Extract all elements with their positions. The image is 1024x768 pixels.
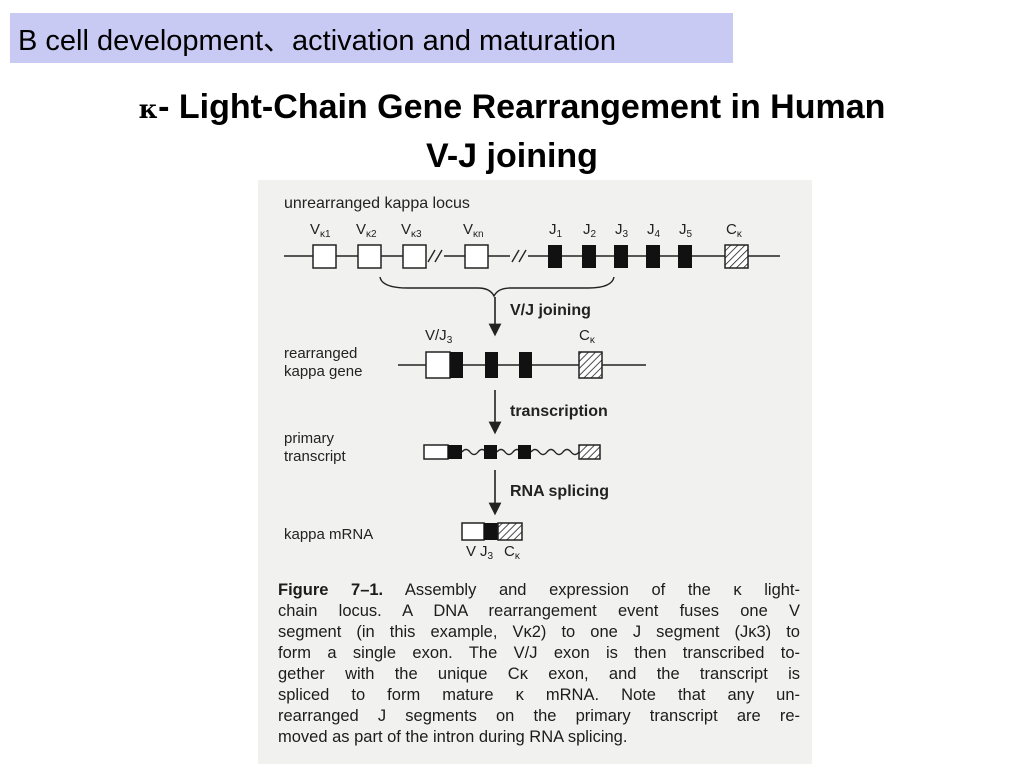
vj3-label: V/J3: [425, 327, 453, 346]
rearranged-j3-box: [450, 352, 463, 378]
rearranged-v-box: [425, 351, 451, 379]
locus-label: unrearranged kappa locus: [284, 195, 470, 212]
banner-text: B cell development、activation and matura…: [18, 25, 617, 57]
kappa-symbol: κ: [138, 95, 159, 125]
v-label-1: Vκ1: [310, 221, 331, 240]
j-segment-2: [582, 245, 596, 268]
j-label-4: J4: [647, 221, 661, 240]
j-segment-1: [548, 245, 562, 268]
slide-banner: B cell development、activation and matura…: [10, 13, 733, 63]
mrna-label: kappa mRNA: [284, 526, 373, 543]
locus-break-mark-2: [510, 248, 528, 264]
transcript-v-box: [423, 444, 449, 460]
rearranged-j4-box: [485, 352, 498, 378]
mrna-j3-label: J3: [480, 543, 494, 562]
v-segment-1: [312, 244, 337, 269]
locus-break-mark-1: [426, 248, 444, 264]
intron-wave-2: [496, 448, 522, 456]
j-segment-5: [678, 245, 692, 268]
mrna-c-label: Cκ: [504, 543, 521, 562]
caption-line-4: form a single exon. The V/J exon is then…: [278, 644, 800, 662]
v-label-3: Vκ3: [401, 221, 422, 240]
primary-label-2: transcript: [284, 448, 347, 465]
c-label: Cκ: [726, 221, 743, 240]
caption-line-5: gether with the unique Cκ exon, and the …: [278, 665, 800, 683]
figure-scan: unrearranged kappa locus Vκ1 Vκ2 Vκ3 Vκn…: [258, 180, 812, 764]
step-vj-joining: V/J joining: [510, 302, 591, 319]
c-segment: [724, 244, 749, 269]
rearranged-label-1: rearranged: [284, 345, 357, 362]
rearranged-label-2: kappa gene: [284, 363, 362, 380]
rearranged-c-box: [578, 351, 603, 379]
joining-brace: [379, 276, 615, 298]
transcript-j3-box: [448, 445, 462, 459]
v-label-n: Vκn: [463, 221, 484, 240]
j-segment-4: [646, 245, 660, 268]
transcript-j5-box: [518, 445, 531, 459]
v-label-2: Vκ2: [356, 221, 377, 240]
j-label-5: J5: [679, 221, 693, 240]
j-label-1: J1: [549, 221, 563, 240]
caption-line-1: Figure 7–1. Assembly and expression of t…: [278, 580, 800, 601]
mrna-j3-box: [484, 523, 498, 540]
intron-wave-1: [461, 448, 487, 456]
mrna-v-label: V: [466, 543, 476, 560]
figure-caption: Figure 7–1. Assembly and expression of t…: [278, 580, 800, 748]
rearranged-j5-box: [519, 352, 532, 378]
transcript-j4-box: [484, 445, 497, 459]
scan-background: [258, 180, 812, 764]
title-line-1-text: - Light-Chain Gene Rearrangement in Huma…: [158, 88, 886, 126]
slide-title: κ- Light-Chain Gene Rearrangement in Hum…: [0, 84, 1024, 179]
caption-line-7: rearranged J segments on the primary tra…: [278, 707, 800, 725]
intron-wave-3: [530, 448, 580, 456]
transcript-c-box: [578, 444, 601, 460]
v-segment-n: [464, 244, 489, 269]
caption-line-1-text: Assembly and expression of the κ light-: [383, 581, 800, 599]
title-line-1: κ- Light-Chain Gene Rearrangement in Hum…: [0, 84, 1024, 133]
kappa-rearrangement-diagram: unrearranged kappa locus Vκ1 Vκ2 Vκ3 Vκn…: [258, 180, 812, 764]
mrna-c-box: [497, 522, 523, 541]
v-segment-2: [357, 244, 382, 269]
j-label-3: J3: [615, 221, 629, 240]
ck-label-rearranged: Cκ: [579, 327, 596, 346]
step-transcription: transcription: [510, 403, 608, 420]
step-rna-splicing: RNA splicing: [510, 483, 609, 500]
title-line-2: V-J joining: [426, 137, 598, 175]
primary-label-1: primary: [284, 430, 335, 447]
j-segment-3: [614, 245, 628, 268]
mrna-v-box: [461, 522, 485, 541]
caption-line-6: spliced to form mature κ mRNA. Note that…: [278, 686, 800, 704]
caption-line-8: moved as part of the intron during RNA s…: [278, 728, 628, 746]
caption-figure-label: Figure 7–1.: [278, 581, 384, 599]
caption-line-2: chain locus. A DNA rearrangement event f…: [278, 602, 800, 620]
j-label-2: J2: [583, 221, 597, 240]
v-segment-3: [402, 244, 427, 269]
caption-line-3: segment (in this example, Vκ2) to one J …: [278, 623, 800, 641]
